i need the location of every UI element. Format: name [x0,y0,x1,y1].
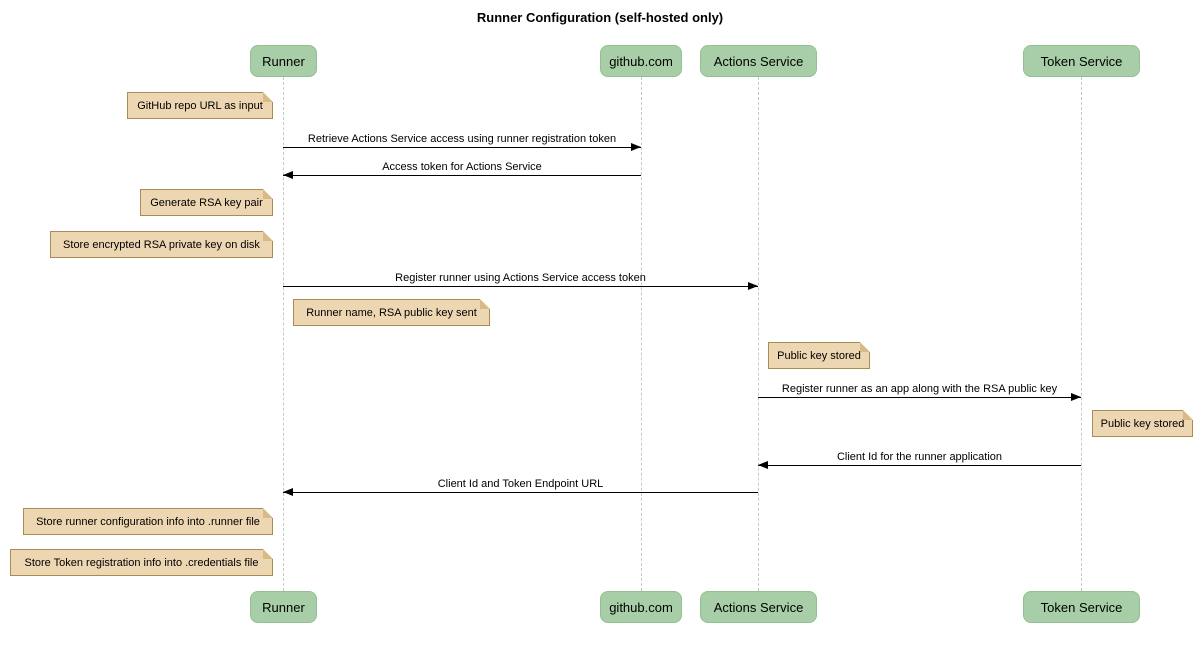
participant-github-bottom: github.com [600,591,682,623]
participant-token-service-bottom: Token Service [1023,591,1140,623]
note-store-credentials-file: Store Token registration info into .cred… [10,549,273,576]
message-label: Register runner using Actions Service ac… [395,272,646,284]
arrowhead-left-icon [283,171,293,179]
message-label: Access token for Actions Service [382,161,542,173]
message-register-runner-app: Register runner as an app along with the… [758,383,1081,401]
note-public-key-stored-token: Public key stored [1092,410,1193,437]
message-label: Retrieve Actions Service access using ru… [307,133,617,145]
lifeline-token-service [1081,77,1082,591]
arrowhead-left-icon [283,488,293,496]
message-access-token: Access token for Actions Service [283,161,641,179]
participant-github-top: github.com [600,45,682,77]
note-store-runner-file: Store runner configuration info into .ru… [23,508,273,535]
arrowhead-right-icon [1071,393,1081,401]
message-label: Client Id and Token Endpoint URL [437,478,604,490]
message-line [283,286,758,287]
note-github-repo-url: GitHub repo URL as input [127,92,273,119]
message-label: Client Id for the runner application [836,451,1003,463]
message-label: Register runner as an app along with the… [781,383,1058,395]
lifeline-runner [283,77,284,591]
note-generate-rsa-key: Generate RSA key pair [140,189,273,216]
note-store-private-key: Store encrypted RSA private key on disk [50,231,273,258]
message-line [283,147,641,148]
arrowhead-left-icon [758,461,768,469]
note-runner-name-sent: Runner name, RSA public key sent [293,299,490,326]
message-retrieve-actions-access: Retrieve Actions Service access using ru… [283,133,641,151]
message-line [758,397,1081,398]
participant-runner-top: Runner [250,45,317,77]
message-client-id-runner-app: Client Id for the runner application [758,451,1081,469]
message-register-runner: Register runner using Actions Service ac… [283,272,758,290]
message-line [283,175,641,176]
lifeline-github [641,77,642,591]
lifeline-actions-service [758,77,759,591]
participant-actions-service-bottom: Actions Service [700,591,817,623]
message-client-id-endpoint: Client Id and Token Endpoint URL [283,478,758,496]
participant-token-service-top: Token Service [1023,45,1140,77]
participant-actions-service-top: Actions Service [700,45,817,77]
arrowhead-right-icon [631,143,641,151]
diagram-title: Runner Configuration (self-hosted only) [476,10,724,25]
arrowhead-right-icon [748,282,758,290]
message-line [283,492,758,493]
note-public-key-stored-actions: Public key stored [768,342,870,369]
participant-runner-bottom: Runner [250,591,317,623]
message-line [758,465,1081,466]
